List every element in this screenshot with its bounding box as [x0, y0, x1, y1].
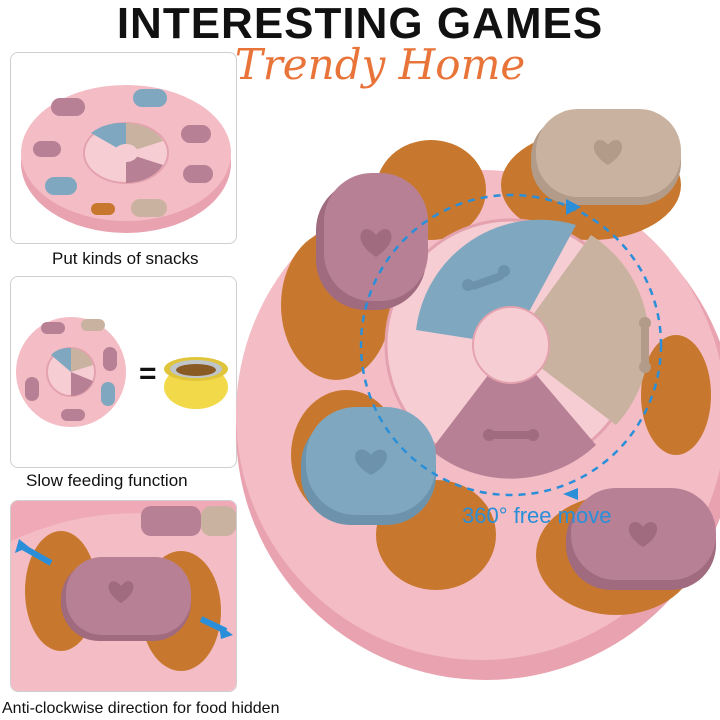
bone-icon: [462, 265, 510, 291]
heart-icon: [355, 449, 387, 475]
kibble-well: [641, 335, 711, 455]
puzzle-toy-thumbnail: [21, 85, 231, 233]
rotation-arrow-icon: [566, 199, 581, 215]
equals-sign: =: [139, 357, 157, 390]
heart-icon: [628, 521, 658, 547]
heart-icon: [360, 229, 392, 257]
slow-feeding-thumbnail: =: [16, 317, 228, 427]
anti-clockwise-panel: [10, 500, 237, 692]
anti-clockwise-caption: Anti-clockwise direction for food hidden: [2, 700, 280, 717]
snacks-panel: [10, 52, 237, 244]
blue-dial-segment: [416, 219, 576, 345]
rotation-arrow-icon: [563, 488, 578, 500]
rotation-label: 360° free move: [462, 503, 612, 528]
heart-icon: [593, 139, 623, 165]
beige-dial-segment: [511, 235, 649, 425]
dial-center-hub: [472, 306, 550, 384]
mauve-dial-segment: [431, 345, 596, 479]
snacks-caption: Put kinds of snacks: [52, 249, 199, 268]
lid-closeup-thumbnail: [11, 501, 236, 691]
page-title: INTERESTING GAMES: [116, 0, 604, 48]
rotation-path-indicator: [359, 193, 663, 497]
slow-feeding-panel: =: [10, 276, 237, 468]
brand-name: Trendy Home: [234, 40, 526, 89]
puzzle-feeder-hero-image: [236, 109, 720, 680]
bone-icon: [639, 317, 651, 373]
bone-icon: [483, 429, 539, 441]
slow-feeding-caption: Slow feeding function: [26, 471, 188, 490]
